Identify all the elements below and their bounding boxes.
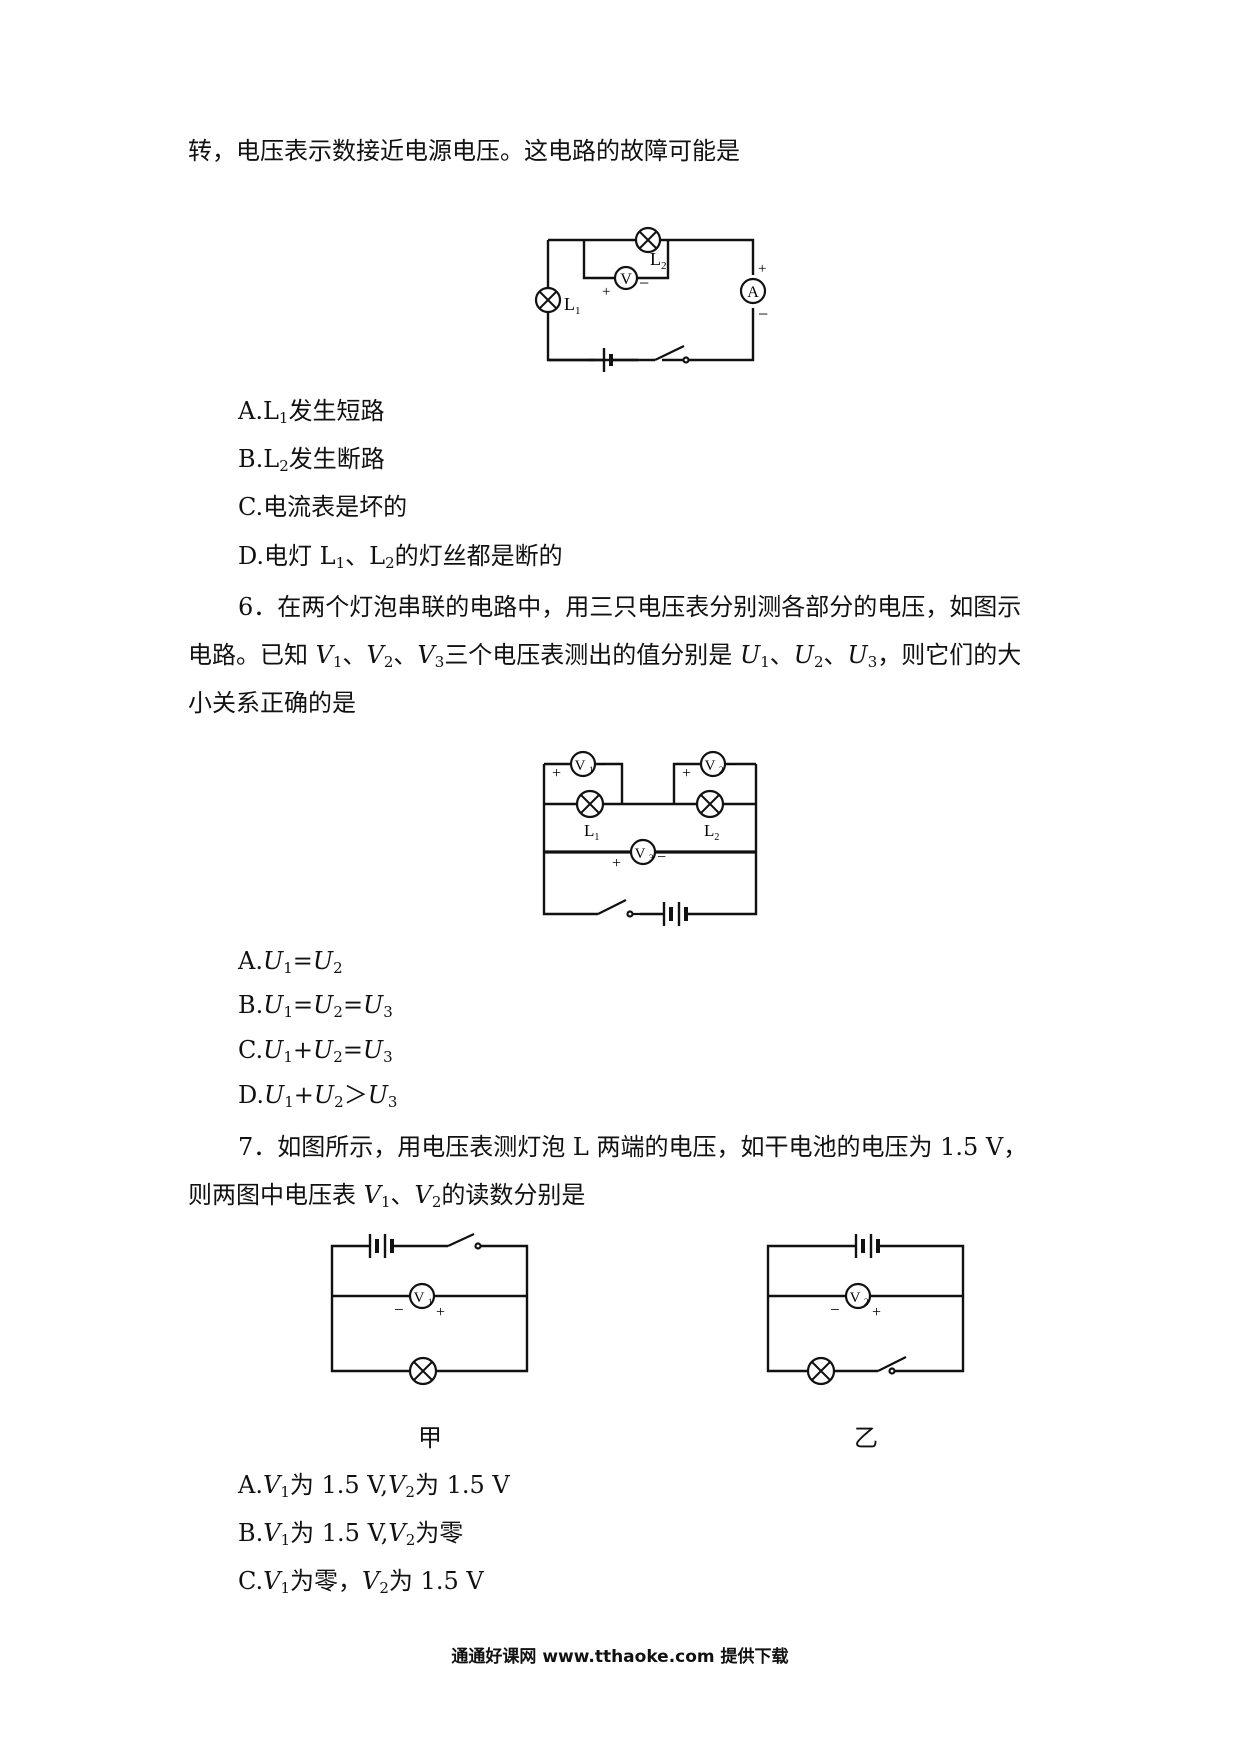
svg-text:V: V xyxy=(620,271,632,288)
svg-text:3: 3 xyxy=(649,853,654,863)
page-footer: 通通好课网 www.tthaoke.com 提供下载 xyxy=(451,1647,789,1667)
q5-option-a: A.L1发生短路 xyxy=(238,397,385,427)
svg-text:V: V xyxy=(635,846,646,862)
lamp-L-icon xyxy=(408,1356,438,1386)
switch-icon xyxy=(654,345,690,364)
q7-option-c: C.V1为零，V2为 1.5 V xyxy=(238,1567,484,1597)
voltmeter-v3-icon: V 3 xyxy=(629,838,657,866)
voltmeter-v2-icon: V 2 xyxy=(844,1282,872,1310)
voltmeter-v2-icon: V 2 xyxy=(699,750,727,778)
q5-circuit-diagram: L2 V + − L1 A + − xyxy=(534,226,768,372)
switch-icon xyxy=(597,899,640,918)
q6-option-c: C.U1+U2=U3 xyxy=(238,1036,393,1066)
q7-line-1: 7．如图所示，用电压表测灯泡 L 两端的电压，如干电池的电压为 1.5 V， xyxy=(238,1133,1028,1161)
q5-option-c: C.电流表是坏的 xyxy=(238,493,408,521)
q6-line-3: 小关系正确的是 xyxy=(188,689,356,717)
svg-text:2: 2 xyxy=(719,765,724,775)
q6-v1-minus: − xyxy=(597,757,606,774)
q6-v1-plus: + xyxy=(552,765,561,782)
q7-caption-yi: 乙 xyxy=(854,1424,878,1452)
q7-option-a: A.V1为 1.5 V,V2为 1.5 V xyxy=(238,1471,510,1501)
battery-icon xyxy=(662,902,688,926)
q7-circuit-yi: V 2 − + xyxy=(766,1234,965,1386)
q5-a-minus: − xyxy=(758,304,768,324)
lamp-L-icon xyxy=(806,1356,836,1386)
switch-icon xyxy=(877,1356,907,1375)
voltmeter-icon: V xyxy=(613,265,639,291)
q6-l1-label: L1 xyxy=(584,821,599,843)
q6-option-d: D.U1+U2＞U3 xyxy=(238,1081,398,1111)
lamp-L1-icon xyxy=(575,789,605,819)
svg-text:1: 1 xyxy=(428,1297,433,1307)
svg-text:V: V xyxy=(575,758,586,774)
q5-option-b: B.L2发生断路 xyxy=(238,445,385,475)
svg-text:1: 1 xyxy=(589,765,594,775)
svg-text:V: V xyxy=(850,1290,861,1306)
q5-l1-label: L1 xyxy=(564,294,581,317)
q5-continuation: 转，电压表示数接近电源电压。这电路的故障可能是 xyxy=(188,137,740,165)
q6-l2-label: L2 xyxy=(704,821,719,843)
q6-line-1: 6．在两个灯泡串联的电路中，用三只电压表分别测各部分的电压，如图示 xyxy=(238,593,1022,621)
q7-yi-v-minus: − xyxy=(830,1300,840,1319)
svg-text:2: 2 xyxy=(864,1297,869,1307)
battery-icon xyxy=(854,1234,880,1258)
voltmeter-v1-icon: V 1 xyxy=(569,750,597,778)
q6-v2-minus: − xyxy=(727,757,736,774)
lamp-L2-icon xyxy=(695,789,725,819)
battery-icon xyxy=(368,1234,394,1258)
q7-jia-v-minus: − xyxy=(394,1300,404,1319)
ammeter-icon: A xyxy=(739,277,767,305)
voltmeter-v1-icon: V 1 xyxy=(408,1282,436,1310)
battery-icon xyxy=(548,348,655,372)
svg-text:V: V xyxy=(705,758,716,774)
q5-v-plus: + xyxy=(602,284,610,300)
q6-line-2: 电路。已知 V1、V2、V3三个电压表测出的值分别是 U1、U2、U3，则它们的… xyxy=(188,641,1022,671)
q6-option-a: A.U1=U2 xyxy=(238,947,343,977)
lamp-L1-icon xyxy=(534,286,562,314)
q6-circuit-diagram: V 1 + − V 2 + − L1 L2 V 3 + − xyxy=(542,750,758,926)
q7-circuit-jia: V 1 − + xyxy=(330,1233,529,1386)
svg-text:V: V xyxy=(414,1290,425,1306)
q7-caption-jia: 甲 xyxy=(418,1424,442,1452)
q7-line-2: 则两图中电压表 V1、V2的读数分别是 xyxy=(188,1181,586,1211)
q6-option-b: B.U1=U2=U3 xyxy=(238,991,393,1021)
q6-v3-plus: + xyxy=(612,855,621,872)
q5-l2-label: L2 xyxy=(650,249,667,272)
q5-option-d: D.电灯 L1、L2的灯丝都是断的 xyxy=(238,542,563,572)
lamp-L2-icon xyxy=(634,226,662,254)
q7-option-b: B.V1为 1.5 V,V2为零 xyxy=(238,1519,464,1549)
switch-icon xyxy=(447,1233,482,1250)
q7-jia-v-plus: + xyxy=(436,1304,445,1321)
q7-yi-v-plus: + xyxy=(872,1304,881,1321)
svg-text:A: A xyxy=(747,284,759,301)
q5-a-plus: + xyxy=(758,261,766,277)
q6-v3-minus: − xyxy=(657,849,666,866)
q6-v2-plus: + xyxy=(682,765,691,782)
q5-v-minus: − xyxy=(639,273,649,293)
